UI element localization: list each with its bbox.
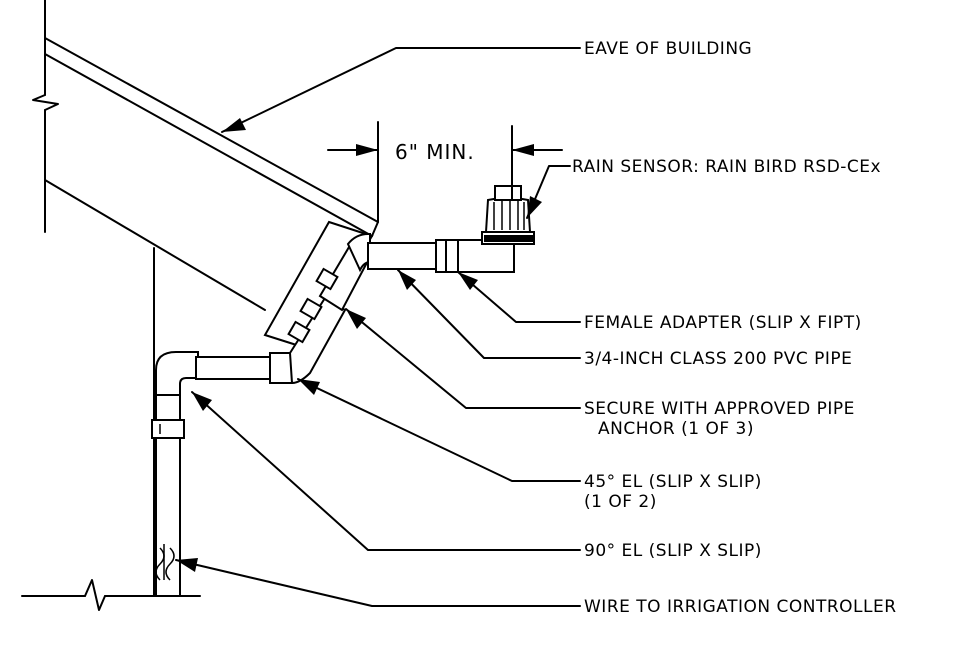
leader-anchor (345, 308, 581, 409)
label-anchor-line2: ANCHOR (1 OF 3) (598, 419, 754, 439)
vertical-pvc-pipe (151, 394, 185, 596)
label-rain-sensor: RAIN SENSOR: RAIN BIRD RSD-CEx (572, 157, 881, 177)
label-pvc-pipe: 3/4-INCH CLASS 200 PVC PIPE (584, 349, 852, 369)
label-wire: WIRE TO IRRIGATION CONTROLLER (584, 597, 897, 617)
label-eave: EAVE OF BUILDING (584, 39, 752, 59)
leader-female-adapter (457, 271, 581, 323)
upper-pvc-pipe (367, 239, 461, 273)
dimension-6in (327, 121, 563, 223)
leader-wire (175, 558, 581, 607)
rain-sensor-icon (457, 185, 535, 273)
label-el90: 90° EL (SLIP X SLIP) (584, 541, 762, 561)
leader-eave (221, 47, 581, 133)
dimension-label: 6" MIN. (395, 140, 475, 164)
label-anchor-line1: SECURE WITH APPROVED PIPE (584, 399, 855, 419)
label-female-adapter: FEMALE ADAPTER (SLIP X FIPT) (584, 313, 862, 333)
label-el45-line1: 45° EL (SLIP X SLIP) (584, 472, 762, 492)
elbow-90 (155, 351, 199, 396)
building-wall (32, 0, 59, 233)
leader-el90 (191, 391, 581, 551)
leader-pvc-pipe (397, 269, 581, 359)
label-el45-line2: (1 OF 2) (584, 492, 657, 512)
horizontal-pvc-pipe (195, 352, 293, 384)
ground-line (21, 579, 201, 611)
leader-rain-sensor (526, 165, 571, 219)
leader-el45 (297, 378, 581, 482)
